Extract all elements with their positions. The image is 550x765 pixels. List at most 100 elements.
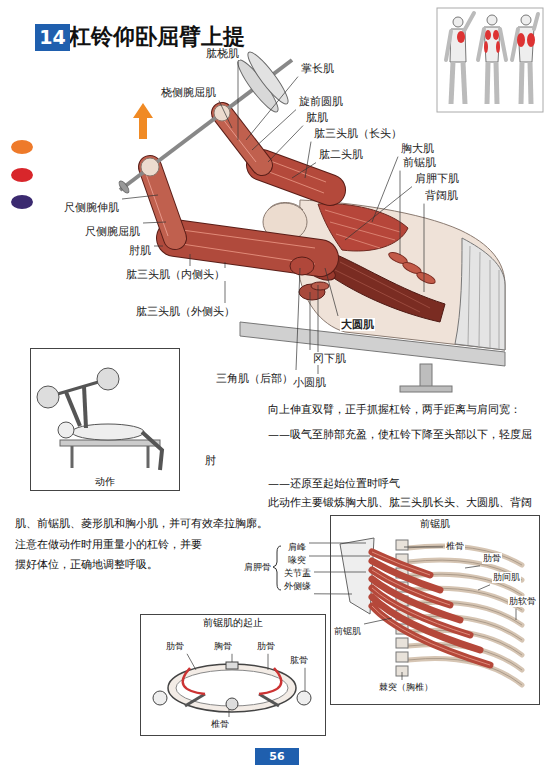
exercise-number: 14 (39, 26, 65, 49)
leader-line (154, 246, 163, 247)
leader-line (314, 572, 366, 573)
thumbnail-figures (518, 27, 534, 62)
muscle-label: 尺侧腕屈肌 (84, 225, 141, 238)
leader-line (238, 62, 239, 140)
action-inset-drawing (142, 432, 162, 470)
part-label: 椎骨 (445, 541, 465, 552)
head (268, 203, 303, 211)
thumbnail-figures (530, 62, 531, 104)
near-arm (150, 167, 175, 238)
leader-line (268, 654, 269, 670)
thumbnail-figures (534, 14, 538, 29)
page-number: 56 (269, 750, 284, 763)
inset-title: 前锯肌的起止 (203, 617, 263, 629)
barbell (243, 48, 293, 108)
leader-line (246, 77, 298, 140)
muscle-label: 三角肌（后部） (215, 372, 294, 385)
near-arm (175, 238, 320, 258)
leader-line (345, 187, 412, 240)
leader-line (478, 585, 490, 590)
leader-line (143, 222, 166, 223)
part-label: 棘突（胸椎） (378, 682, 434, 693)
leader-line (372, 157, 398, 222)
action-inset-drawing (37, 386, 59, 408)
far-arm (264, 170, 324, 193)
up-arrow (133, 103, 153, 139)
torso-muscles (322, 252, 445, 322)
muscle-label: 肩胛下肌 (414, 172, 460, 185)
action-inset-drawing (147, 446, 150, 468)
bench (420, 364, 432, 388)
muscle-label: 肱三头肌（外侧头） (135, 305, 236, 318)
leader-line (314, 593, 352, 594)
color-dots (11, 140, 33, 154)
thumbnail-figures (496, 41, 500, 53)
color-dots (11, 195, 33, 209)
torso-muscles (415, 270, 437, 286)
thumbnail-figures (478, 29, 484, 60)
origin-inset-drawing (259, 668, 281, 694)
part-label: 肋骨 (256, 641, 276, 652)
instruction-text: ——吸气至肺部充盈，使杠铃下降至头部以下，轻度屈肘 (205, 422, 540, 474)
near-arm (146, 174, 168, 236)
inset-frame: 前锯肌 (330, 515, 540, 705)
part-label: 前锯肌 (333, 626, 362, 637)
thumbnail-figures (521, 62, 522, 104)
near-arm (290, 257, 314, 275)
thumbnail-figures (521, 15, 531, 25)
origin-inset-drawing (141, 615, 325, 735)
barbell (117, 48, 292, 194)
muscle-label: 小圆肌 (292, 376, 327, 389)
muscle-label: 肱三头肌（内侧头） (125, 268, 226, 281)
part-label: 肩峰 (287, 542, 307, 553)
leader-line (400, 171, 401, 255)
part-label: 肋骨 (482, 553, 502, 564)
scapula-bracket (273, 546, 281, 590)
muscle-label: 大圆肌 (340, 318, 375, 331)
part-label: 椎骨 (210, 719, 230, 730)
origin-inset-drawing (259, 694, 279, 706)
leader-line (219, 101, 232, 128)
serratus-inset-drawing (331, 516, 539, 704)
serratus-inset-drawing (331, 516, 539, 704)
leader-line (122, 195, 158, 199)
inset-caption: 动作 (95, 476, 115, 488)
thumbnail-figures (446, 31, 451, 60)
torso-muscles (311, 282, 329, 290)
action-inset-drawing (97, 368, 119, 390)
serratus-inset-drawing (372, 552, 490, 665)
action-inset-drawing (84, 386, 86, 428)
part-label: 肋间肌 (492, 572, 521, 583)
near-arm (175, 238, 320, 258)
far-arm (222, 113, 262, 165)
leader-line (402, 672, 403, 680)
leader-line (296, 268, 300, 370)
number-box: 14 (35, 24, 70, 51)
bench (400, 386, 452, 392)
leader-line (309, 543, 366, 544)
origin-inset-drawing (183, 668, 205, 694)
far-arm (268, 160, 326, 182)
origin-inset-drawing (185, 694, 205, 706)
leader-line (364, 618, 392, 624)
near-arm (182, 230, 315, 248)
action-inset-drawing (31, 349, 179, 490)
muscle-label: 肱三头肌（长头） (313, 127, 403, 140)
far-arm (222, 113, 262, 165)
serratus-inset-drawing (396, 540, 408, 550)
action-inset-drawing (58, 422, 74, 438)
torso (468, 246, 499, 349)
leader-line (465, 566, 480, 568)
leader-line (310, 292, 311, 350)
serratus-inset-drawing (396, 638, 408, 648)
serratus-inset-drawing (396, 652, 408, 662)
inset-frame: 前锯肌的起止 (140, 614, 326, 736)
leader-line (309, 556, 370, 557)
thumbnail-figures (484, 41, 488, 53)
leader-line (187, 654, 196, 670)
leader-line (424, 204, 425, 292)
leader-line (292, 163, 316, 178)
near-arm (146, 167, 320, 275)
muscle-label: 掌长肌 (300, 62, 335, 75)
muscle-label: 背阔肌 (424, 189, 459, 202)
